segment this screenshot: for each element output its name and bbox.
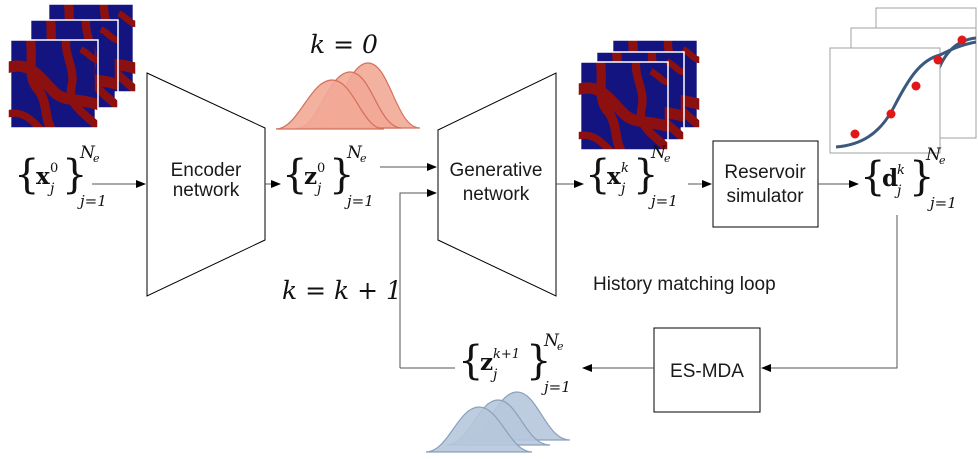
set-x0-upper-sub: e [93,152,100,165]
encoder-label-line1: Encoder [171,160,242,181]
set-z0-lower: j=1 [344,192,374,210]
input-realizations-stack [7,3,137,132]
svg-text:}: } [633,152,658,198]
observation-point [850,129,860,139]
set-x0-base: x [36,163,50,190]
set-xk-upper: N [650,143,667,163]
realization-image [7,35,100,132]
observation-point [911,81,921,91]
reservoir-simulator-block: Reservoir simulator [712,140,819,228]
set-zk1-upper: N [543,331,560,351]
set-zk1-sup: k+1 [493,347,520,362]
generative-network-block: Generative network [437,72,557,297]
observation-point [957,35,967,45]
generated-realizations-stack [577,39,701,154]
set-z0: { z 0 j } N e j=1 [282,143,374,210]
set-zk1-lower: j=1 [541,378,571,396]
set-dk-lower: j=1 [927,194,957,212]
set-dk: { d k j } N e j=1 [860,145,957,212]
svg-text:}: } [329,152,354,198]
arrow-loop-to-generative [399,189,437,368]
set-x0: { x 0 j } N e j=1 [14,143,107,210]
observation-point [886,109,896,119]
set-xk: { x k j } N e j=1 [585,143,678,210]
set-dk-upper: N [925,145,942,165]
set-zk1-base: z [480,349,493,376]
esmda-label: ES-MDA [670,361,744,382]
esmda-block: ES-MDA [653,327,761,413]
set-zk1: { z k+1 j } N e j=1 [458,331,571,396]
svg-text:{: { [585,152,610,198]
generative-label-line1: Generative [450,160,543,181]
svg-text:{: { [860,154,885,200]
set-z0-upper: N [346,143,363,163]
set-xk-base: x [607,163,621,190]
set-zk1-sub: j [490,367,498,383]
set-xk-lower: j=1 [648,192,678,210]
set-z0-sub: j [314,181,322,197]
generative-label-line2: network [463,184,530,205]
history-matching-loop-label: History matching loop [593,274,776,295]
svg-text:}: } [526,338,551,384]
svg-text:{: { [282,152,307,198]
k-update-label: k = k + 1 [282,276,402,305]
set-z0-upper-sub: e [360,152,367,165]
observation-point [933,55,943,65]
set-x0-sup: 0 [50,161,58,176]
arrow-dk-to-esmda [761,215,898,372]
set-xk-sub: j [618,181,626,197]
prior-latent-distributions [275,62,421,130]
svg-text:{: { [458,338,483,384]
data-plot [829,35,977,154]
set-dk-upper-sub: e [939,154,946,167]
reservoir-label-line2: simulator [726,186,804,207]
svg-text:}: } [909,154,934,200]
set-xk-sup: k [621,161,629,176]
realization-image [577,57,670,154]
simulated-data-stack [829,7,977,154]
encoder-label-line2: network [173,180,240,201]
reservoir-label-line1: Reservoir [724,162,806,183]
set-dk-sup: k [897,163,905,178]
set-x0-upper: N [79,143,96,163]
set-z0-base: z [304,163,317,190]
set-x0-sub: j [47,181,55,197]
set-dk-sub: j [894,183,902,199]
svg-text:{: { [14,152,39,198]
k-zero-label: k = 0 [310,30,378,59]
svg-text:}: } [62,152,87,198]
set-x0-lower: j=1 [77,192,107,210]
set-xk-upper-sub: e [664,152,671,165]
set-zk1-upper-sub: e [557,340,564,353]
updated-latent-distributions [425,391,571,453]
set-z0-sup: 0 [317,161,325,176]
set-dk-base: d [882,165,898,192]
encoder-network-block: Encoder network [146,72,266,297]
connectors [92,163,898,372]
